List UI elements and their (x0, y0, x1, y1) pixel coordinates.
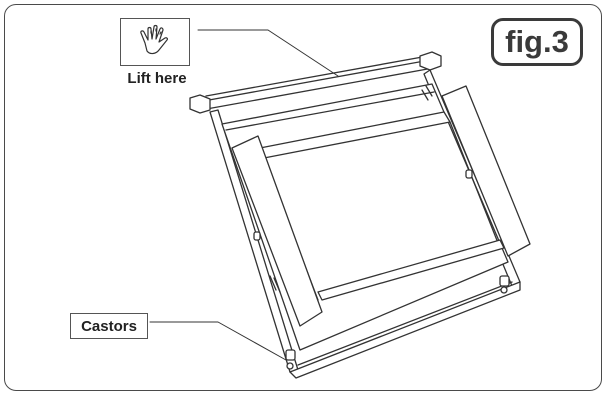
hand-icon (140, 24, 168, 55)
lift-here-label: Lift here (127, 70, 187, 87)
hand-icon-box (120, 18, 190, 66)
figure-number-badge: fig.3 (491, 18, 583, 66)
side-brackets (231, 85, 531, 327)
castors-label: Castors (70, 313, 148, 339)
caster-wheel-left (285, 349, 296, 370)
hinge-details (253, 85, 473, 293)
lift-handle-bar (189, 51, 442, 114)
castors-leader-line (149, 321, 287, 361)
caster-wheel-right (499, 275, 510, 294)
lift-leader-line (197, 29, 339, 77)
